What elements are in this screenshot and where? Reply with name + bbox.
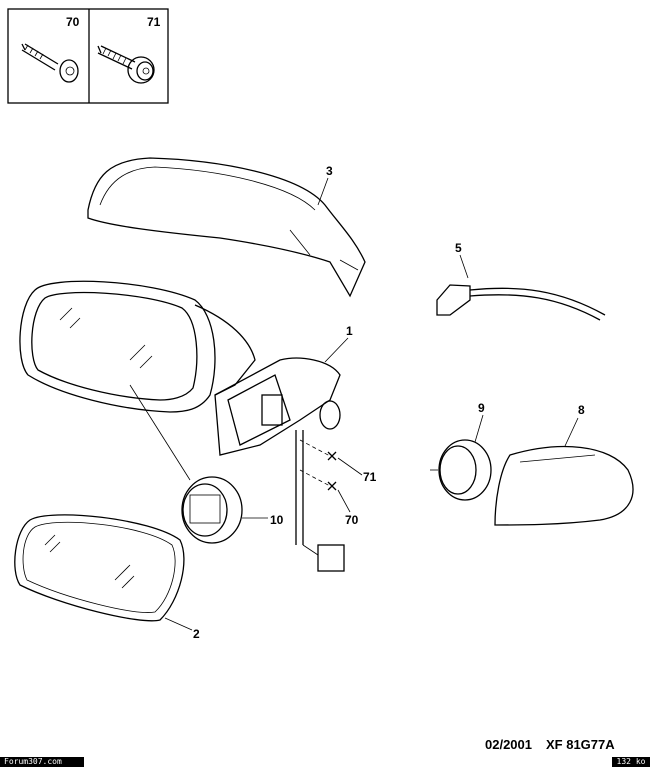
part-2-mirror-glass (14, 514, 185, 622)
callout-5: 5 (455, 241, 462, 255)
inset-label-70: 70 (66, 15, 80, 29)
inset-label-71: 71 (147, 15, 161, 29)
leader-lines (164, 177, 579, 631)
callout-9: 9 (478, 401, 485, 415)
part-10-actuator (129, 384, 243, 544)
file-size-badge: 132 ko (612, 757, 650, 767)
part-3-mirror-cover (87, 157, 366, 298)
callout-8: 8 (578, 403, 585, 417)
callout-70: 70 (345, 513, 359, 527)
site-watermark: Forum307.com (0, 757, 84, 767)
callout-3: 3 (326, 164, 333, 178)
callout-10: 10 (270, 513, 284, 527)
fastener-markers (299, 439, 337, 491)
drawing-reference: 02/2001 XF 81G77A (485, 737, 629, 752)
callout-2: 2 (193, 627, 200, 641)
part-8-lens (494, 446, 634, 526)
fastener-inset: 70 71 (7, 8, 169, 104)
part-1-mirror-base (214, 357, 345, 572)
callout-71: 71 (363, 470, 377, 484)
part-5-connector (436, 284, 606, 321)
mirror-assembly (19, 280, 256, 413)
callout-1: 1 (346, 324, 353, 338)
reference-code: XF 81G77A (546, 737, 615, 752)
screw-icon (21, 43, 79, 83)
reference-date: 02/2001 (485, 737, 532, 752)
part-9-ring (430, 439, 492, 501)
screw-with-washer-icon (97, 45, 155, 84)
